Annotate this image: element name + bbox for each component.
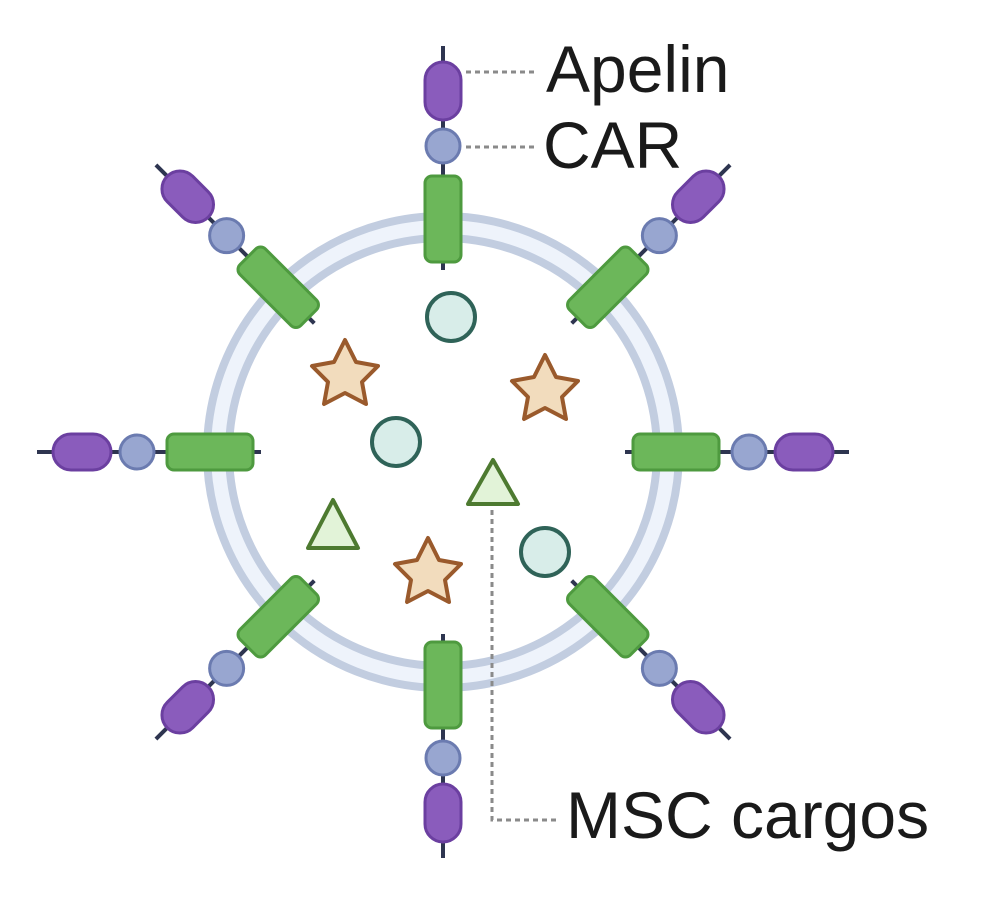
car-spike-bottom [423,632,463,860]
cargo-vesicle-circle [519,526,571,578]
cargo-triangle [466,458,520,506]
cargo-star [310,338,380,406]
apelin-label: Apelin [546,32,730,106]
cargo-star [393,536,463,604]
car-spike-top [423,44,463,272]
car-label: CAR [543,108,683,182]
car-spike-right [623,432,851,472]
cargo-vesicle-circle [425,291,477,343]
car-spike-bottom-left [143,568,327,752]
car-spike-top-left [143,152,327,336]
cargo-star [510,353,580,421]
surface-proteins [35,44,851,860]
msc-cargos [306,291,580,604]
car-spike-bottom-right [559,568,743,752]
cargos-leader-line [490,510,560,822]
cargo-triangle [306,498,360,550]
leader-lines [466,70,560,822]
cargo-vesicle-circle [370,416,422,468]
msc-cargos-label: MSC cargos [566,778,930,852]
car-spike-left [35,432,263,472]
